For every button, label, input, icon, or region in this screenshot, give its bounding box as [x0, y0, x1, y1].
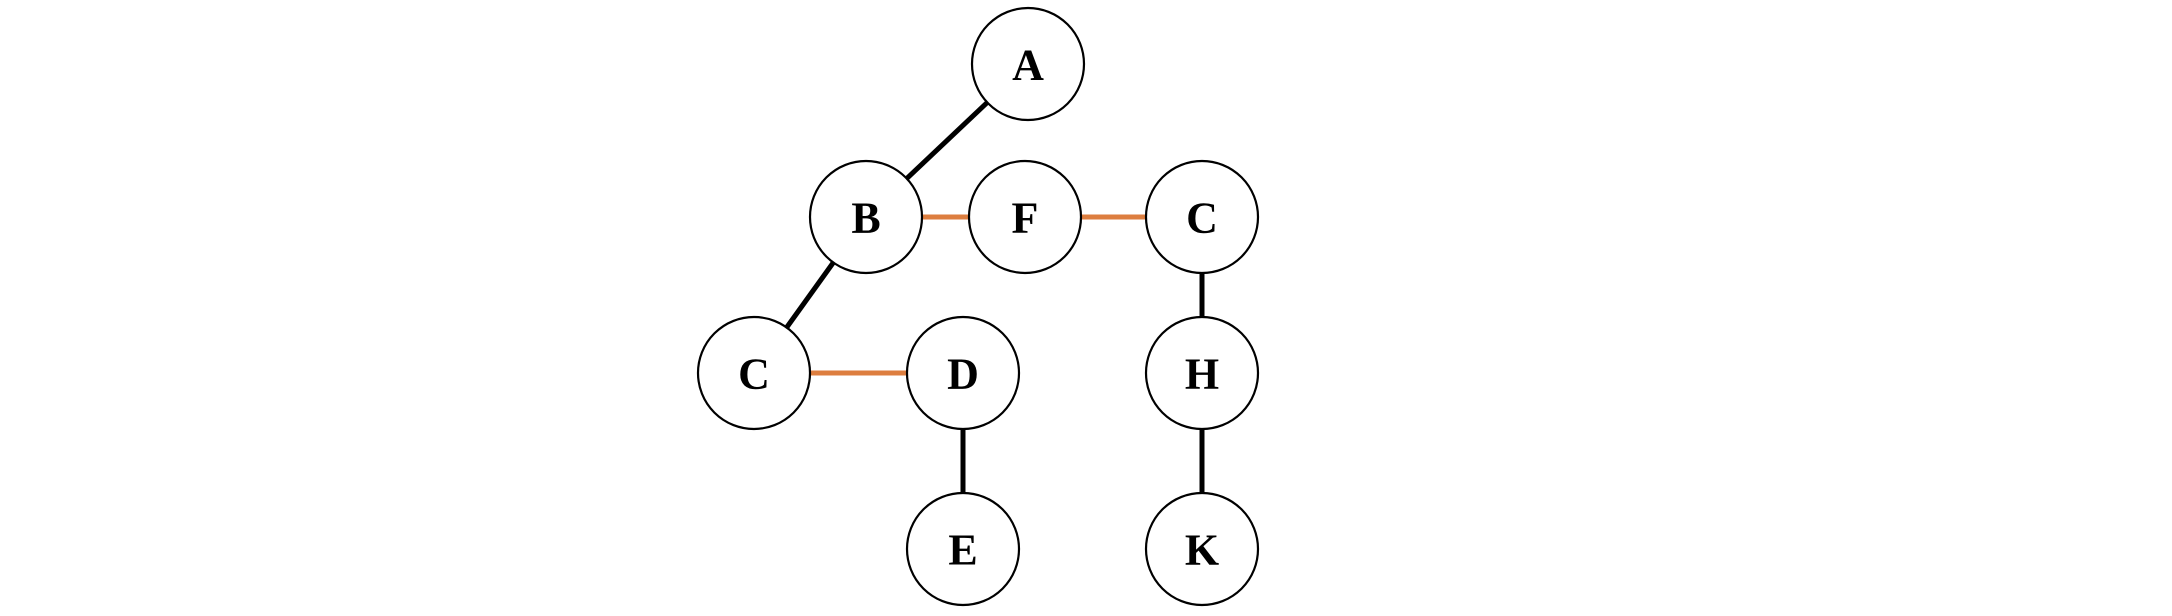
- node-circle[interactable]: [1144, 315, 1260, 431]
- graph-node-n6[interactable]: D: [905, 315, 1021, 431]
- node-circle[interactable]: [1144, 159, 1260, 275]
- graph-node-n3[interactable]: F: [967, 159, 1083, 275]
- node-label: F: [1012, 194, 1039, 243]
- nodes-layer: A B F C C D H E K: [696, 6, 1260, 607]
- graph-node-n2[interactable]: B: [808, 159, 924, 275]
- node-label: C: [1186, 194, 1218, 243]
- node-circle[interactable]: [970, 6, 1086, 122]
- graph-node-n1[interactable]: A: [970, 6, 1086, 122]
- node-label: H: [1185, 350, 1219, 399]
- node-label: D: [947, 350, 979, 399]
- node-circle[interactable]: [1144, 491, 1260, 607]
- node-circle[interactable]: [696, 315, 812, 431]
- node-circle[interactable]: [967, 159, 1083, 275]
- node-circle[interactable]: [905, 315, 1021, 431]
- node-circle[interactable]: [905, 491, 1021, 607]
- edges-layer: [784, 100, 1205, 493]
- node-label: C: [738, 350, 770, 399]
- graph-node-n9[interactable]: K: [1144, 491, 1260, 607]
- node-label: A: [1012, 41, 1044, 90]
- graph-node-n5[interactable]: C: [696, 315, 812, 431]
- graph-node-n7[interactable]: H: [1144, 315, 1260, 431]
- graph-node-n4[interactable]: C: [1144, 159, 1260, 275]
- node-label: K: [1185, 526, 1219, 575]
- graph-edge-b-c-black: [784, 261, 836, 329]
- graph-node-n8[interactable]: E: [905, 491, 1021, 607]
- node-label: B: [851, 194, 880, 243]
- node-circle[interactable]: [808, 159, 924, 275]
- node-label: E: [948, 526, 977, 575]
- graph-edge-a-b-black: [904, 100, 990, 181]
